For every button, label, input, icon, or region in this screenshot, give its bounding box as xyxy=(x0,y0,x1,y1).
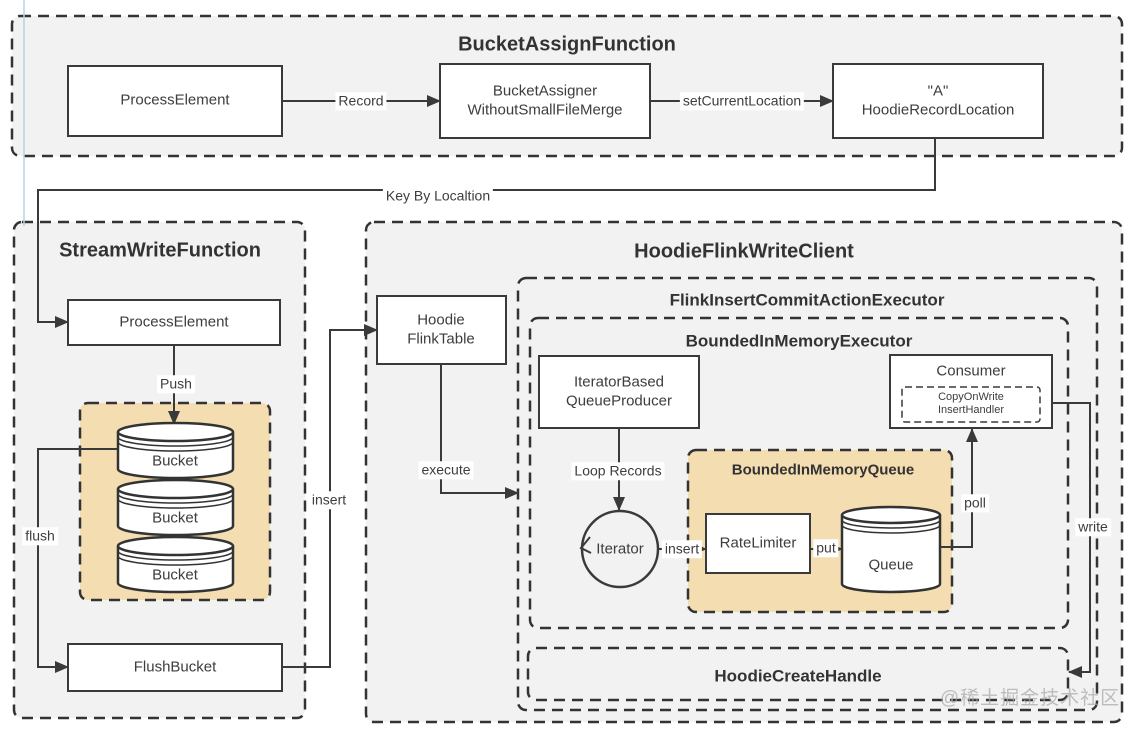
process-element-top-label: ProcessElement xyxy=(120,91,230,109)
bucket-assign-function-title: BucketAssignFunction xyxy=(458,33,676,56)
key-by-location-label: Key By Localtion xyxy=(382,187,494,205)
queue-label: Queue xyxy=(868,556,914,574)
bucket-label-2: Bucket xyxy=(152,509,198,527)
insert-handler-line2: InsertHandler xyxy=(937,404,1005,416)
bucket-cylinders xyxy=(116,421,235,594)
bucket-cylinder-3 xyxy=(116,546,235,594)
execute-arrow xyxy=(440,364,519,499)
iterator-loop-icon xyxy=(579,536,592,554)
queue-producer-line1: IteratorBased xyxy=(573,373,665,391)
record-label: Record xyxy=(335,92,387,110)
write-arrow xyxy=(1052,402,1091,678)
execute-label: execute xyxy=(418,461,474,479)
hoodie-create-handle-title: HoodieCreateHandle xyxy=(714,666,882,686)
hoodie-record-location-line1: "A" xyxy=(927,82,949,100)
poll-label: poll xyxy=(961,494,989,512)
copy-on-write-handler-rect xyxy=(901,386,1041,423)
consumer-rect xyxy=(889,354,1053,429)
write-label: write xyxy=(1075,518,1111,536)
process-element-top-rect xyxy=(67,65,283,137)
insert-label-left: insert xyxy=(308,491,350,509)
bucket-label-1: Bucket xyxy=(152,452,198,470)
hoodie-flink-table-line1: Hoodie xyxy=(417,311,465,329)
copy-on-write-line1: CopyOnWrite xyxy=(938,390,1004,403)
hoodie-flink-write-client-title: HoodieFlinkWriteClient xyxy=(634,240,854,263)
queue-producer-label: IteratorBased QueueProducer xyxy=(566,373,672,411)
queue-producer-line2: QueueProducer xyxy=(566,392,672,409)
hoodie-record-location-label: "A" HoodieRecordLocation xyxy=(862,82,1015,120)
loop-records-label: Loop Records xyxy=(571,462,665,480)
copy-on-write-handler-label: CopyOnWrite InsertHandler xyxy=(938,391,1004,417)
bucket-assigner-line1: BucketAssigner xyxy=(492,82,598,100)
hoodie-record-location-rect xyxy=(832,63,1044,139)
hoodie-flink-table-rect xyxy=(376,295,507,365)
bucket-cylinder-1 xyxy=(116,432,235,480)
iterator-label: Iterator xyxy=(596,540,644,558)
queue-producer-rect xyxy=(538,355,700,429)
queue-cylinder xyxy=(840,505,942,594)
bucket-cylinder-2 xyxy=(116,489,235,537)
bucket-assigner-label: BucketAssigner WithoutSmallFileMerge xyxy=(467,82,622,120)
rate-limiter-label: RateLimiter xyxy=(719,534,797,552)
insert-label-iterator: insert xyxy=(661,540,703,558)
stream-write-function-title: StreamWriteFunction xyxy=(59,239,261,262)
consumer-label: Consumer xyxy=(936,362,1006,380)
hoodie-create-handle-box xyxy=(526,646,1070,702)
flush-arrow xyxy=(37,448,118,673)
set-current-location-label: setCurrentLocation xyxy=(679,92,805,110)
flush-label: flush xyxy=(22,527,58,545)
bucket-assigner-line2: WithoutSmallFileMerge xyxy=(467,101,623,118)
hoodie-flink-table-line2: FlinkTable xyxy=(407,330,475,347)
bounded-in-memory-executor-title: BoundedInMemoryExecutor xyxy=(685,331,913,351)
hoodie-record-location-line2: HoodieRecordLocation xyxy=(861,101,1015,118)
process-element-swf-rect xyxy=(67,299,281,346)
key-by-location-arrow xyxy=(37,138,936,328)
bounded-in-memory-queue-title: BoundedInMemoryQueue xyxy=(731,461,915,479)
flush-bucket-rect xyxy=(67,643,283,692)
put-label: put xyxy=(813,539,839,557)
bucket-assigner-rect xyxy=(439,63,651,139)
rate-limiter-rect xyxy=(705,513,811,574)
bucket-label-3: Bucket xyxy=(152,566,198,584)
watermark: @稀土掘金技术社区 xyxy=(939,688,1121,710)
hoodie-flink-table-label: Hoodie FlinkTable xyxy=(407,311,475,349)
flink-insert-commit-action-executor-title: FlinkInsertCommitActionExecutor xyxy=(669,290,945,310)
poll-arrow xyxy=(940,428,978,548)
process-element-swf-label: ProcessElement xyxy=(119,313,229,331)
flush-bucket-label: FlushBucket xyxy=(133,658,217,676)
push-label: Push xyxy=(157,375,195,393)
